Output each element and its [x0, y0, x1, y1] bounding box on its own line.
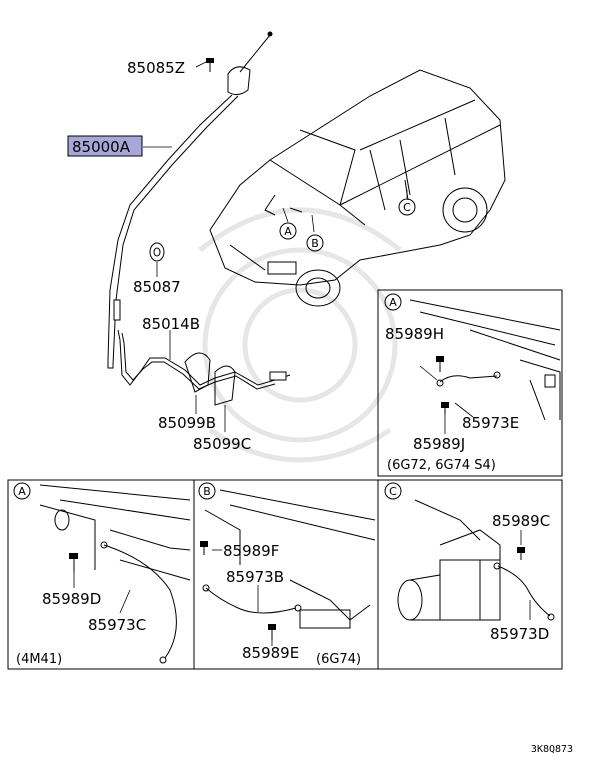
panel-a-6g72-6g74: A: [377, 289, 563, 477]
engine-note-6g72: (6G72, 6G74 S4): [387, 458, 496, 473]
callout-b: B: [306, 234, 324, 252]
clamp-85099B: [184, 352, 211, 393]
screw-85085Z: [206, 58, 214, 72]
watermark-emblem: [198, 207, 402, 463]
vehicle-illustration: [209, 69, 506, 307]
grommet-85087: [149, 242, 165, 262]
antenna-assembly: [107, 31, 291, 432]
engine-note-6g74: (6G74): [316, 652, 361, 667]
panel-c: C: [377, 479, 563, 670]
label-85973B: 85973B: [226, 568, 284, 586]
label-85085Z: 85085Z: [127, 59, 185, 77]
label-85989D: 85989D: [42, 590, 101, 608]
antenna-base: [227, 66, 251, 96]
antenna-rod: [239, 34, 271, 73]
callout-c: C: [398, 198, 416, 216]
label-85989J: 85989J: [413, 435, 465, 453]
label-85973D: 85973D: [490, 625, 549, 643]
label-85000A[interactable]: 85000A: [72, 138, 131, 156]
label-85973E: 85973E: [462, 414, 519, 432]
label-85973C: 85973C: [88, 616, 146, 634]
highlight-85000A: [67, 135, 143, 157]
svg-text:B: B: [311, 237, 319, 250]
diagram-code: 3K8Q873: [531, 744, 573, 755]
label-85087: 85087: [133, 278, 181, 296]
bolt-85989D: [69, 553, 78, 572]
bolt-85989E: [268, 624, 276, 640]
extension-end-connector: [269, 371, 287, 381]
svg-text:A: A: [389, 296, 397, 309]
label-85989F: 85989F: [223, 542, 279, 560]
cable-connector: [113, 299, 121, 321]
label-85989E: 85989E: [242, 644, 299, 662]
svg-text:A: A: [18, 485, 26, 498]
callout-a: A: [279, 222, 297, 240]
panel-b-6g74: B: [193, 479, 379, 670]
svg-text:B: B: [203, 485, 211, 498]
label-85989H: 85989H: [385, 325, 444, 343]
label-85099B: 85099B: [158, 414, 216, 432]
label-85014B: 85014B: [142, 315, 200, 333]
bolt-85989C: [517, 547, 525, 560]
bolt-85989J: [441, 402, 449, 414]
panel-a-4m41: A: [7, 479, 195, 670]
svg-text:C: C: [403, 201, 411, 214]
engine-note-4m41: (4M41): [16, 652, 62, 667]
label-85989C: 85989C: [492, 512, 550, 530]
bolt-85989F: [200, 541, 208, 555]
svg-text:C: C: [389, 485, 397, 498]
svg-text:A: A: [284, 225, 292, 238]
label-85099C: 85099C: [193, 435, 251, 453]
clamp-85099C: [214, 365, 236, 406]
antenna-tip: [267, 31, 273, 37]
bolt-85989H: [436, 356, 444, 372]
